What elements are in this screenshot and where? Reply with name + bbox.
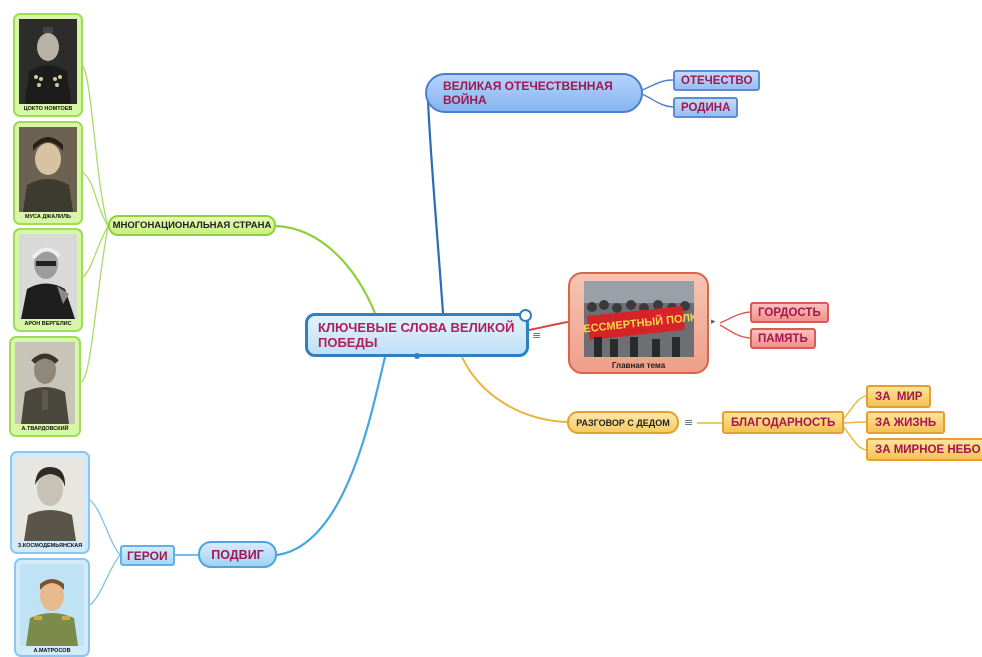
portrait-aron-vergelis[interactable]: АРОН ВЕРГЕЛИС xyxy=(13,228,83,332)
portrait-matrosov[interactable]: А.МАТРОСОВ xyxy=(14,558,90,657)
central-topic[interactable]: КЛЮЧЕВЫЕ СЛОВА ВЕЛИКОЙ ПОБЕДЫ xyxy=(305,309,532,359)
subtopic-pride[interactable]: ГОРДОСТЬ xyxy=(750,302,829,323)
portrait-tvardovsky[interactable]: А.ТВАРДОВСКИЙ xyxy=(9,336,81,437)
central-topic-label: КЛЮЧЕВЫЕ СЛОВА ВЕЛИКОЙ ПОБЕДЫ xyxy=(318,320,515,350)
subtopic-for-life-label: ЗА ЖИЗНЬ xyxy=(875,416,937,429)
subtopic-for-peaceful-sky[interactable]: ЗА МИРНОЕ НЕБО xyxy=(866,438,982,461)
portrait-kosmodemyanskaya[interactable]: З.КОСМОДЕМЬЯНСКАЯ xyxy=(10,451,90,554)
immortal-regiment-photo-icon: БЕССМЕРТНЫЙ ПОЛК xyxy=(583,281,694,357)
line-center-theme xyxy=(528,321,569,331)
notes-icon[interactable]: ≡ xyxy=(684,416,694,429)
line-heroes-p2 xyxy=(89,554,121,606)
expand-arrow-icon[interactable]: ▸ xyxy=(711,317,716,327)
topic-gratitude[interactable]: БЛАГОДАРНОСТЬ xyxy=(722,411,845,434)
portrait-photo-icon xyxy=(19,127,77,212)
subtopic-for-life[interactable]: ЗА ЖИЗНЬ xyxy=(866,411,946,434)
main-theme-caption: Главная тема xyxy=(611,361,666,370)
anchor-dot-icon xyxy=(414,353,420,359)
subtopic-motherland[interactable]: РОДИНА xyxy=(673,97,739,118)
line-nations-p2 xyxy=(81,171,109,227)
portrait-caption: ЦОКТО НОМТОЕВ xyxy=(23,106,73,112)
subtopic-memory[interactable]: ПАМЯТЬ xyxy=(750,328,816,349)
line-nations-p3 xyxy=(81,225,109,279)
line-war-motherland xyxy=(639,92,674,108)
line-center-feat xyxy=(276,356,387,557)
topic-heroes-label: ГЕРОИ xyxy=(127,548,168,563)
portrait-tsokto-nomtoev[interactable]: ЦОКТО НОМТОЕВ xyxy=(13,13,83,117)
focus-handle-icon[interactable] xyxy=(519,309,532,322)
line-war-fatherland xyxy=(639,79,674,92)
portrait-photo-icon xyxy=(19,19,77,104)
topic-talk-with-grandfather-label: РАЗГОВОР С ДЕДОМ xyxy=(576,417,670,428)
topic-multinational-country-label: МНОГОНАЦИОНАЛЬНАЯ СТРАНА xyxy=(112,220,272,231)
portrait-photo-icon xyxy=(16,457,84,541)
topic-great-patriotic-war-label: ВЕЛИКАЯ ОТЕЧЕСТВЕННАЯ ВОЙНА xyxy=(443,79,613,107)
subtopic-for-peace-label: ЗА МИР xyxy=(875,390,923,403)
line-nations-p1 xyxy=(81,64,109,227)
notes-icon[interactable]: ≡ xyxy=(532,329,542,342)
portrait-caption: А.МАТРОСОВ xyxy=(33,648,71,654)
portrait-photo-icon xyxy=(20,564,84,646)
line-center-nations xyxy=(275,224,377,314)
subtopic-for-peaceful-sky-label: ЗА МИРНОЕ НЕБО xyxy=(875,443,981,456)
subtopic-motherland-label: РОДИНА xyxy=(681,101,731,114)
portrait-caption: З.КОСМОДЕМЬЯНСКАЯ xyxy=(17,543,83,549)
subtopic-pride-label: ГОРДОСТЬ xyxy=(758,306,821,319)
subtopic-fatherland-label: ОТЕЧЕСТВО xyxy=(681,74,753,87)
subtopic-for-peace[interactable]: ЗА МИР xyxy=(866,385,932,408)
portrait-musa-jalil[interactable]: МУСА ДЖАЛИЛЬ xyxy=(13,121,83,225)
topic-main-theme[interactable]: БЕССМЕРТНЫЙ ПОЛК Главная тема xyxy=(568,272,709,374)
line-theme-pride xyxy=(719,311,751,324)
line-center-war xyxy=(426,99,445,314)
portrait-caption: МУСА ДЖАЛИЛЬ xyxy=(25,214,71,220)
topic-multinational-country[interactable]: МНОГОНАЦИОНАЛЬНАЯ СТРАНА xyxy=(108,215,276,236)
portrait-caption: АРОН ВЕРГЕЛИС xyxy=(24,321,72,327)
line-center-grandfather xyxy=(461,356,568,423)
topic-talk-with-grandfather[interactable]: РАЗГОВОР С ДЕДОМ xyxy=(567,411,679,434)
line-heroes-p1 xyxy=(89,499,121,556)
topic-feat-label: ПОДВИГ xyxy=(211,547,264,562)
portrait-caption: А.ТВАРДОВСКИЙ xyxy=(21,426,69,432)
subtopic-fatherland[interactable]: ОТЕЧЕСТВО xyxy=(673,70,761,91)
subtopic-memory-label: ПАМЯТЬ xyxy=(758,332,808,345)
portrait-photo-icon xyxy=(15,342,75,424)
topic-feat[interactable]: ПОДВИГ xyxy=(198,541,277,568)
line-theme-memory xyxy=(719,324,751,339)
line-nations-p4 xyxy=(81,225,109,383)
portrait-photo-icon xyxy=(19,234,77,319)
topic-heroes[interactable]: ГЕРОИ xyxy=(120,545,175,566)
topic-great-patriotic-war[interactable]: ВЕЛИКАЯ ОТЕЧЕСТВЕННАЯ ВОЙНА xyxy=(425,73,643,113)
topic-gratitude-label: БЛАГОДАРНОСТЬ xyxy=(731,416,836,429)
